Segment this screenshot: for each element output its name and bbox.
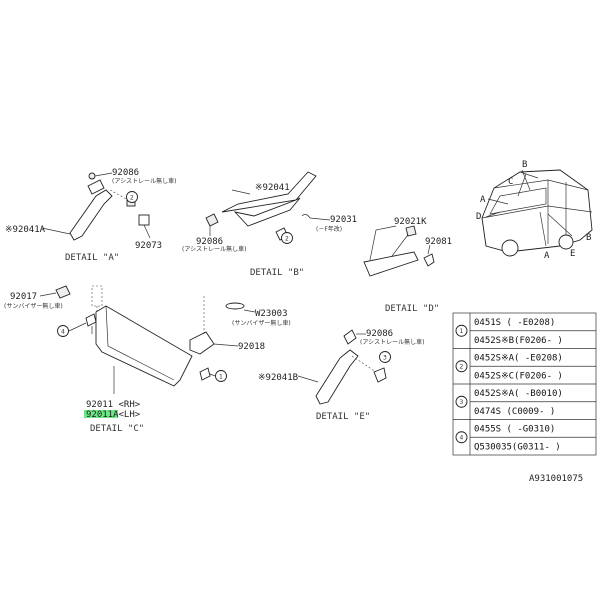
- vehicle-label-e: E: [570, 249, 575, 259]
- assist-grip-92041b[interactable]: [315, 349, 359, 405]
- table-group-3: 3: [460, 399, 464, 406]
- label-92011-rh: 92011 <RH>: [86, 400, 141, 410]
- vehicle-illustration: B C A D B E A: [476, 160, 593, 261]
- detail-a-caption: DETAIL "A": [65, 253, 119, 263]
- ref-4: 4: [61, 329, 65, 336]
- ref-circle-3: [379, 351, 391, 363]
- ref-2-b: 2: [285, 236, 289, 243]
- vehicle-label-c: C: [508, 177, 513, 187]
- label-92041b: ※92041B: [258, 373, 298, 383]
- ref-circle-1: [215, 370, 227, 382]
- label-92017: 92017: [10, 292, 37, 302]
- vehicle-label-a2: A: [544, 251, 550, 261]
- clip-92017[interactable]: [55, 285, 71, 299]
- label-92018: 92018: [238, 342, 265, 352]
- detail-b-caption: DETAIL "B": [250, 268, 304, 278]
- ref-circle-2-b: [281, 232, 293, 244]
- detail-b-group: ※92041 92086 (アシストレール無し車) 92031 (－F年改) 2…: [182, 171, 357, 278]
- table-row-4: 0452S※C(F0206- ): [474, 372, 563, 382]
- note-92031: (－F年改): [316, 225, 342, 233]
- vehicle-label-b2: B: [586, 233, 591, 243]
- table-row-7: 0455S ( -G0310): [474, 425, 555, 435]
- ref-1: 1: [219, 374, 223, 381]
- detail-c-group: 4 1 92017 (サンバイザー無し車) W23003 (サンバイザー無し車)…: [4, 285, 291, 434]
- label-92021k: 92021K: [394, 217, 427, 227]
- vehicle-label-a: A: [480, 195, 486, 205]
- ref-2-a: 2: [130, 195, 134, 202]
- holder-92018[interactable]: [189, 331, 215, 355]
- table-row-3: 0452S※A( -E0208): [474, 354, 563, 364]
- vehicle-label-d: D: [476, 212, 481, 222]
- table-row-8: Q530035(G0311- ): [474, 443, 561, 453]
- table-group-1: 1: [460, 328, 464, 335]
- inner-mirror-92021k[interactable]: [363, 251, 419, 277]
- table-row-5: 0452S※A( -B0010): [474, 389, 563, 399]
- diagram-code: A931001075: [529, 474, 583, 484]
- detail-a-group: 92086 (アシストレール無し車) ※92041A 92073 2 DETAI…: [5, 168, 176, 263]
- assist-grip-92041a[interactable]: [69, 189, 113, 241]
- washer-w23003[interactable]: [225, 302, 245, 310]
- table-row-1: 0451S ( -E0208): [474, 318, 555, 328]
- detail-d-group: 92021K 92081 DETAIL "D": [363, 217, 452, 314]
- vehicle-body: [481, 169, 593, 253]
- table-row-6: 0474S (C0009- ): [474, 407, 555, 417]
- label-92086-e: 92086: [366, 329, 393, 339]
- table-row-2: 0452S※B(F0206- ): [474, 336, 563, 346]
- vehicle-label-b: B: [522, 160, 527, 170]
- table-group-2: 2: [460, 364, 464, 371]
- note-92086-e: (アシストレール無し車): [360, 338, 424, 346]
- detail-e-group: 3 92086 (アシストレール無し車) ※92041B DETAIL "E": [258, 329, 424, 422]
- detail-e-caption: DETAIL "E": [316, 412, 370, 422]
- label-w23003: W23003: [255, 309, 288, 319]
- label-92081: 92081: [425, 237, 452, 247]
- label-92086-a: 92086: [112, 168, 139, 178]
- ref-circle-4: [57, 325, 69, 337]
- note-w23003: (サンバイザー無し車): [232, 319, 291, 327]
- label-92041a: ※92041A: [5, 225, 46, 235]
- table-group-4: 4: [460, 435, 464, 442]
- sun-visor-92011[interactable]: [95, 305, 193, 387]
- highlight-92011a: [84, 410, 118, 418]
- note-92017: (サンバイザー無し車): [4, 302, 63, 310]
- label-92041: ※92041: [255, 183, 290, 193]
- fastener-table: 1 2 3 4 0451S ( -E0208) 0452S※B(F0206- )…: [452, 312, 597, 456]
- detail-d-caption: DETAIL "D": [385, 304, 439, 314]
- label-92073: 92073: [135, 241, 162, 251]
- label-92011a-lh: 92011A<LH>: [86, 410, 141, 420]
- detail-c-caption: DETAIL "C": [90, 424, 144, 434]
- label-92031: 92031: [330, 215, 357, 225]
- label-92086-b: 92086: [196, 237, 223, 247]
- ref-3: 3: [383, 355, 387, 362]
- ref-circle-2-a: [126, 191, 138, 203]
- note-92086-b: (アシストレール無し車): [182, 245, 246, 253]
- note-92086-a: (アシストレール無し車): [112, 177, 176, 185]
